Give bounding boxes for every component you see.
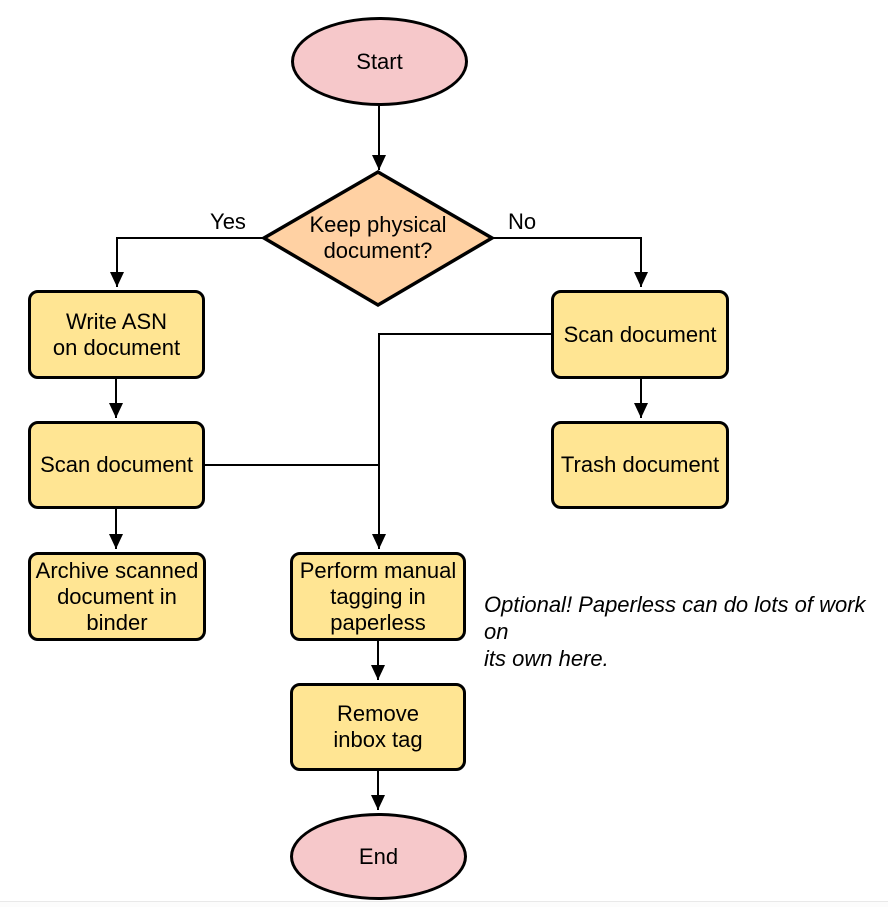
node-scan-document-right-label: Scan document [563,321,717,347]
node-write-asn: Write ASN on document [28,290,205,379]
edge-scan-right-to-tagging [372,333,551,549]
edge-label-no: No [507,209,537,234]
bottom-strip [0,902,888,907]
node-start: Start [291,17,468,106]
edge-decision-no-to-scan-right [492,237,648,287]
node-scan-document-left: Scan document [28,421,205,509]
node-manual-tagging: Perform manual tagging in paperless [290,552,466,641]
node-manual-tagging-label: Perform manual tagging in paperless [299,557,457,635]
decision-diamond-shape [260,169,496,308]
optional-note: Optional! Paperless can do lots of work … [484,592,866,671]
node-remove-inbox-tag-label: Remove inbox tag [333,701,423,752]
node-end-label: End [358,843,399,869]
node-archive-binder-label: Archive scanned document in binder [35,557,199,635]
node-scan-document-right: Scan document [551,290,729,379]
bottom-divider [0,901,888,902]
node-trash-document: Trash document [551,421,729,509]
node-end: End [290,813,467,900]
node-remove-inbox-tag: Remove inbox tag [290,683,466,771]
node-start-label: Start [356,48,403,74]
edge-label-yes: Yes [210,209,246,234]
node-scan-document-left-label: Scan document [40,452,193,477]
edge-decision-yes-to-write-asn [110,237,264,287]
node-trash-document-label: Trash document [560,452,720,477]
node-write-asn-label: Write ASN on document [52,308,181,360]
node-archive-binder: Archive scanned document in binder [28,552,206,641]
node-decision-label: Keep physical document? [309,212,447,263]
